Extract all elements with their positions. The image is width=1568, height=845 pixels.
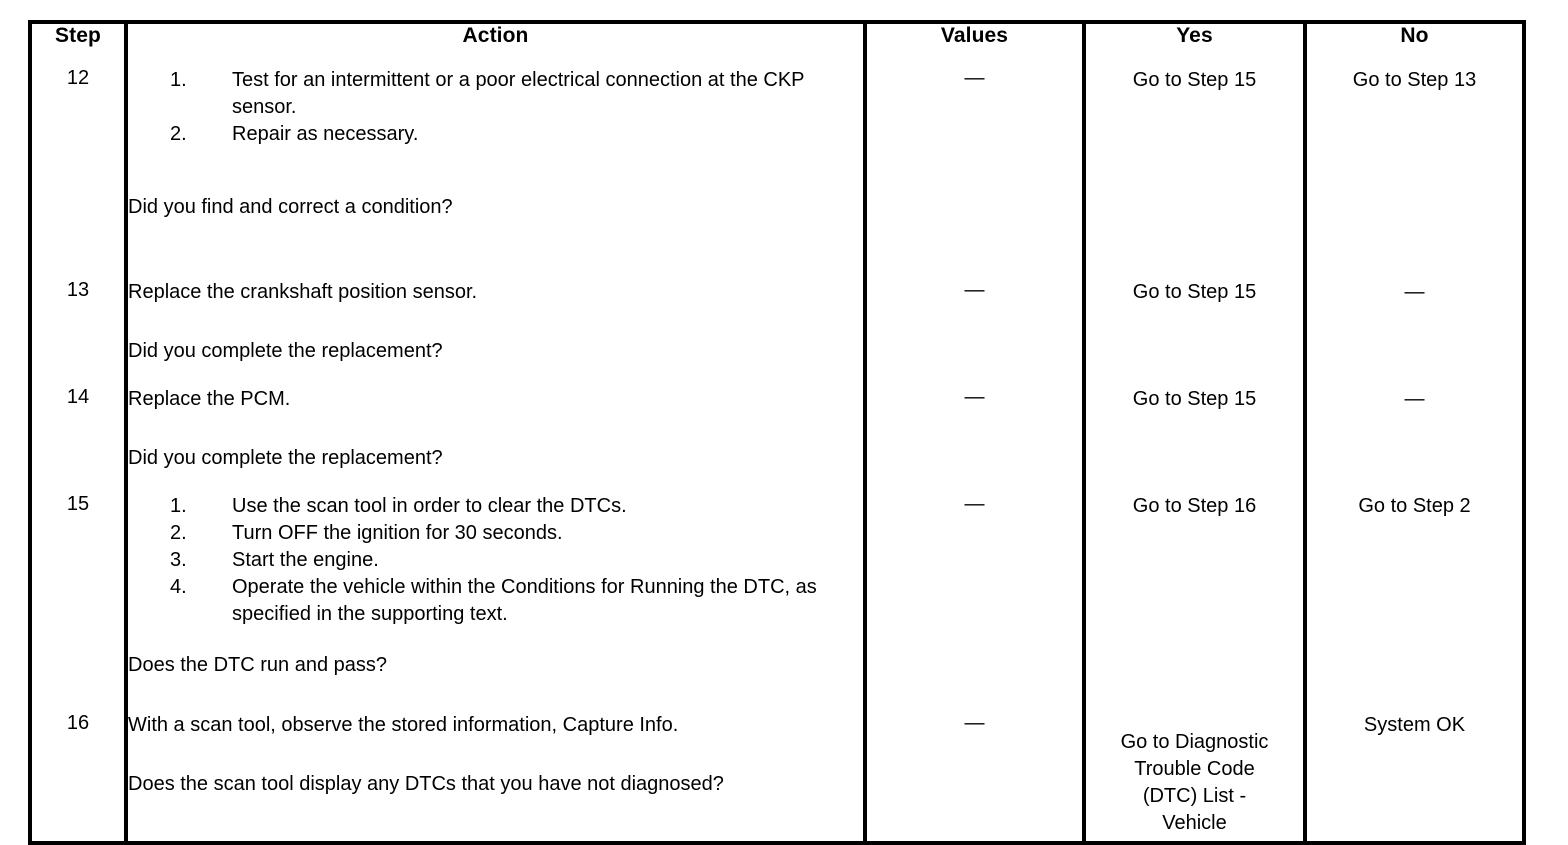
action-question: Does the DTC run and pass?	[128, 654, 388, 676]
no-branch-cell: —	[1303, 279, 1526, 386]
action-list-item: Use the scan tool in order to clear the …	[170, 493, 627, 520]
no-branch-cell: —	[1303, 386, 1526, 493]
table-row: 15 Use the scan tool in order to clear t…	[28, 493, 1526, 712]
diagnostic-procedure-table: Step Action Values Yes No 12 Test for an…	[28, 20, 1526, 845]
header-row: Step Action Values Yes No	[28, 22, 1526, 67]
action-list-item: Test for an intermittent or a poor elect…	[170, 67, 805, 118]
table-row: 14 Replace the PCM. Did you complete the…	[28, 386, 1526, 493]
action-list-item: Turn OFF the ignition for 30 seconds.	[170, 520, 563, 547]
table-row: 16 With a scan tool, observe the stored …	[28, 712, 1526, 843]
action-cell: Test for an intermittent or a poor elect…	[124, 67, 867, 279]
action-cell: Replace the crankshaft position sensor. …	[124, 279, 867, 386]
values-cell: —	[863, 67, 1086, 279]
yes-branch-cell[interactable]: Go to Diagnostic Trouble Code (DTC) List…	[1082, 712, 1307, 843]
step-number: 12	[28, 67, 128, 279]
spacer	[128, 628, 863, 652]
spacer	[128, 413, 863, 445]
action-list-item: Start the engine.	[170, 547, 379, 574]
yes-branch-line: Trouble Code	[1134, 758, 1255, 780]
spacer	[128, 306, 863, 338]
yes-branch-cell[interactable]: Go to Step 15	[1082, 279, 1307, 386]
yes-branch-cell[interactable]: Go to Step 15	[1082, 386, 1307, 493]
no-branch-cell[interactable]: Go to Step 13	[1303, 67, 1526, 279]
action-question: Did you find and correct a condition?	[128, 196, 453, 218]
step-number: 16	[28, 712, 128, 843]
column-header-yes: Yes	[1082, 22, 1307, 67]
no-branch-cell[interactable]: Go to Step 2	[1303, 493, 1526, 712]
action-question: Did you complete the replacement?	[128, 447, 443, 469]
yes-branch-line: Go to Diagnostic	[1120, 731, 1269, 753]
action-step-list: Use the scan tool in order to clear the …	[128, 493, 863, 628]
action-statement: Replace the PCM.	[128, 388, 291, 410]
step-number: 14	[28, 386, 128, 493]
action-question: Did you complete the replacement?	[128, 340, 443, 362]
em-dash: —	[964, 386, 985, 408]
table-row: 12 Test for an intermittent or a poor el…	[28, 67, 1526, 279]
action-list-item: Operate the vehicle within the Condition…	[170, 574, 817, 625]
em-dash: —	[964, 67, 985, 89]
action-question: Does the scan tool display any DTCs that…	[128, 773, 724, 795]
action-statement: Replace the crankshaft position sensor.	[128, 281, 478, 303]
values-cell: —	[863, 386, 1086, 493]
column-header-values: Values	[863, 22, 1086, 67]
step-number: 13	[28, 279, 128, 386]
table-header: Step Action Values Yes No	[28, 22, 1526, 67]
column-header-no: No	[1303, 22, 1526, 67]
no-branch-cell[interactable]: System OK	[1303, 712, 1526, 843]
em-dash: —	[964, 712, 985, 734]
yes-branch-cell[interactable]: Go to Step 15	[1082, 67, 1307, 279]
em-dash: —	[964, 493, 985, 515]
spacer	[128, 739, 863, 771]
em-dash: —	[964, 279, 985, 301]
values-cell: —	[863, 493, 1086, 712]
action-cell: Replace the PCM. Did you complete the re…	[124, 386, 867, 493]
yes-branch-line: (DTC) List -	[1142, 785, 1247, 807]
action-cell: Use the scan tool in order to clear the …	[124, 493, 867, 712]
action-statement: With a scan tool, observe the stored inf…	[128, 714, 679, 736]
values-cell: —	[863, 712, 1086, 843]
column-header-action: Action	[124, 22, 867, 67]
table-row: 13 Replace the crankshaft position senso…	[28, 279, 1526, 386]
column-header-step: Step	[28, 22, 128, 67]
action-cell: With a scan tool, observe the stored inf…	[124, 712, 867, 843]
table-body: 12 Test for an intermittent or a poor el…	[28, 67, 1526, 843]
values-cell: —	[863, 279, 1086, 386]
action-list-item: Repair as necessary.	[170, 121, 419, 148]
step-number: 15	[28, 493, 128, 712]
action-step-list: Test for an intermittent or a poor elect…	[128, 67, 863, 148]
spacer	[128, 148, 863, 194]
yes-branch-line: Vehicle	[1162, 812, 1227, 834]
yes-branch-cell[interactable]: Go to Step 16	[1082, 493, 1307, 712]
